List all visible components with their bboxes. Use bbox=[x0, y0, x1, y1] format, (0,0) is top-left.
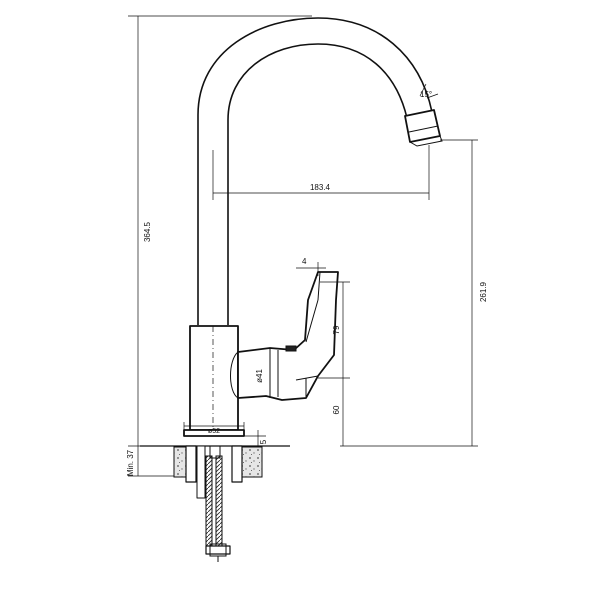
spout: 15° bbox=[197, 17, 443, 325]
mounting-assembly bbox=[185, 445, 243, 562]
base-to-lever-dimension: 60 bbox=[332, 378, 344, 446]
body-diameter-label: ø41 bbox=[255, 369, 264, 383]
spout-height-dimension: 261.9 bbox=[340, 139, 488, 447]
base-to-lever-label: 60 bbox=[332, 405, 341, 414]
reach-dimension: 183.4 bbox=[212, 145, 430, 200]
lever-height-dimension: 79 bbox=[318, 281, 350, 379]
base-thickness-label: 5 bbox=[259, 439, 268, 444]
reach-label: 183.4 bbox=[310, 183, 331, 192]
spout-angle-label: 15° bbox=[420, 90, 432, 99]
lever-height-label: 79 bbox=[332, 325, 341, 334]
lever-offset-label: 4 bbox=[302, 257, 307, 266]
lever-offset-dimension: 4 bbox=[296, 257, 326, 276]
spout-height-label: 261.9 bbox=[479, 281, 488, 302]
countertop bbox=[140, 445, 290, 478]
min-counter-label: Min. 37 bbox=[126, 449, 135, 476]
base-diameter-label: ø52 bbox=[208, 428, 220, 435]
lever-handle bbox=[230, 271, 339, 401]
total-height-label: 364.5 bbox=[143, 221, 152, 242]
min-counter-dimension: Min. 37 bbox=[126, 446, 178, 477]
